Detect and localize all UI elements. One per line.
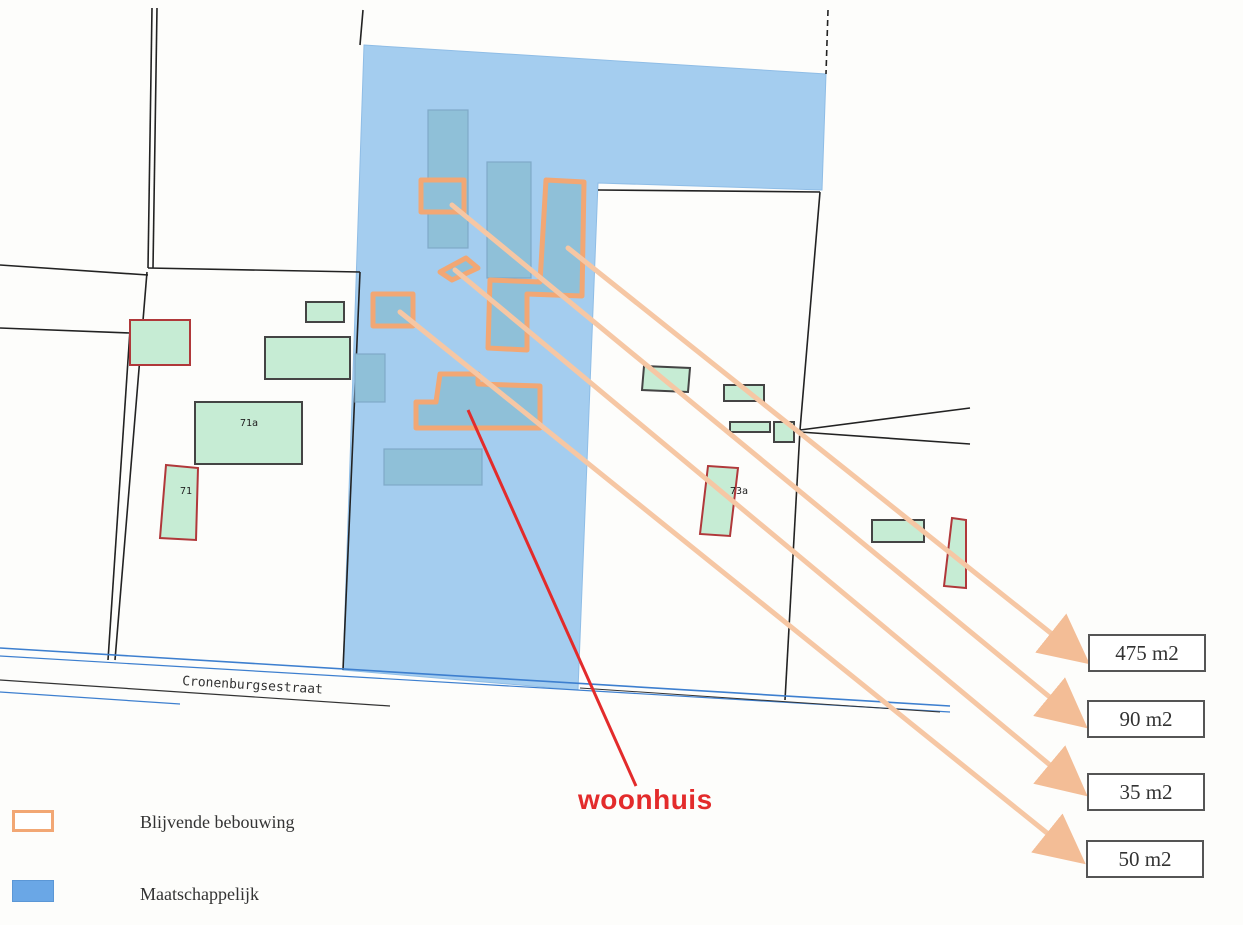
area-arrows xyxy=(397,202,1090,865)
house-number: 71 xyxy=(180,486,192,497)
maatschappelijk-zone xyxy=(342,44,827,691)
street-lines xyxy=(0,647,951,713)
house-number: 73a xyxy=(730,486,748,497)
legend-label-blijvende: Blijvende bebouwing xyxy=(140,812,295,832)
building xyxy=(158,463,200,542)
area-box-50: 50 m2 xyxy=(1086,840,1204,878)
building xyxy=(305,301,345,323)
building xyxy=(942,516,967,590)
area-box-90: 90 m2 xyxy=(1087,700,1205,738)
house-number: 71a xyxy=(240,418,258,429)
legend-label-maatschappelijk: Maatschappelijk xyxy=(140,884,259,904)
building xyxy=(264,336,351,380)
woonhuis-label: woonhuis xyxy=(578,784,713,815)
legend-swatch-blijvende xyxy=(12,810,54,832)
area-box-475: 475 m2 xyxy=(1088,634,1206,672)
building xyxy=(129,319,191,366)
building xyxy=(729,421,771,433)
buildings xyxy=(129,301,967,590)
blijvende-bebouwing xyxy=(370,177,587,431)
woonhuis-pointer xyxy=(466,409,638,787)
area-box-35: 35 m2 xyxy=(1087,773,1205,811)
building xyxy=(194,401,303,465)
parcel-lines xyxy=(0,7,971,701)
legend-swatch-maatschappelijk xyxy=(12,880,54,902)
